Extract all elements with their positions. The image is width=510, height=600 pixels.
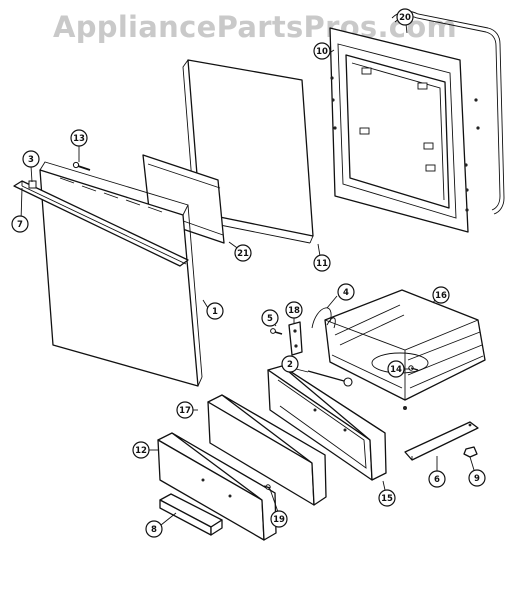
drawer-screw bbox=[263, 484, 271, 490]
rail-nut bbox=[463, 446, 478, 458]
callout-16: 16 bbox=[432, 286, 450, 304]
callout-5: 5 bbox=[261, 309, 279, 327]
drawer-roller bbox=[307, 370, 353, 387]
svg-text:4: 4 bbox=[343, 288, 349, 298]
svg-text:15: 15 bbox=[381, 494, 393, 504]
svg-text:17: 17 bbox=[179, 406, 191, 416]
drawer-rail bbox=[404, 421, 479, 461]
svg-text:13: 13 bbox=[73, 134, 85, 144]
callout-1: 1 bbox=[206, 302, 224, 320]
svg-text:3: 3 bbox=[28, 155, 34, 165]
svg-text:9: 9 bbox=[474, 474, 480, 484]
callout-8: 8 bbox=[145, 520, 163, 538]
svg-text:1: 1 bbox=[212, 307, 218, 317]
svg-text:8: 8 bbox=[151, 525, 157, 535]
drawer-spring-wire bbox=[311, 307, 336, 329]
outer-door bbox=[39, 161, 203, 387]
callout-6: 6 bbox=[428, 470, 446, 488]
callout-11: 11 bbox=[313, 254, 331, 272]
callout-7: 7 bbox=[11, 215, 29, 233]
drawer-panel bbox=[207, 394, 327, 506]
callout-3: 3 bbox=[22, 150, 40, 168]
svg-text:7: 7 bbox=[17, 220, 23, 230]
drawer-body bbox=[157, 432, 277, 541]
callout-4: 4 bbox=[337, 283, 355, 301]
svg-text:2: 2 bbox=[287, 360, 293, 370]
callout-15: 15 bbox=[378, 489, 396, 507]
drawer-bracket bbox=[288, 321, 303, 356]
callout-17: 17 bbox=[176, 401, 194, 419]
svg-text:18: 18 bbox=[288, 306, 300, 316]
callout-9: 9 bbox=[468, 469, 486, 487]
callout-19: 19 bbox=[270, 510, 288, 528]
svg-text:10: 10 bbox=[316, 47, 328, 57]
svg-text:6: 6 bbox=[434, 475, 440, 485]
handle-end-cap bbox=[28, 180, 37, 189]
drawer-stop-block bbox=[159, 493, 223, 536]
callout-14: 14 bbox=[387, 360, 405, 378]
callout-13: 13 bbox=[70, 129, 88, 147]
svg-text:16: 16 bbox=[435, 291, 447, 301]
svg-text:11: 11 bbox=[316, 259, 328, 269]
svg-text:14: 14 bbox=[390, 365, 402, 375]
door-screw bbox=[72, 161, 91, 171]
door-handle bbox=[13, 180, 189, 267]
callout-18: 18 bbox=[285, 301, 303, 319]
callout-2: 2 bbox=[281, 355, 299, 373]
callout-12: 12 bbox=[132, 441, 150, 459]
callout-21: 21 bbox=[234, 244, 252, 262]
callout-10: 10 bbox=[313, 42, 331, 60]
drawer-track bbox=[324, 289, 486, 410]
callout-20: 20 bbox=[396, 8, 414, 26]
drawer-front bbox=[267, 365, 387, 481]
svg-text:19: 19 bbox=[273, 515, 285, 525]
svg-text:5: 5 bbox=[267, 314, 273, 324]
watermark: AppliancePartsPros.com bbox=[52, 10, 458, 44]
bracket-screw bbox=[270, 328, 283, 335]
svg-text:12: 12 bbox=[135, 446, 147, 456]
svg-text:20: 20 bbox=[399, 13, 411, 23]
svg-text:21: 21 bbox=[237, 249, 249, 259]
inner-door-frame bbox=[329, 27, 480, 233]
